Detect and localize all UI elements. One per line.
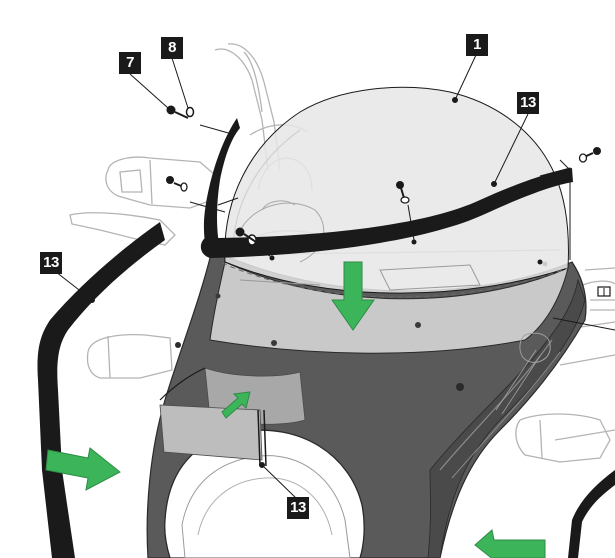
trim-strip-bottom-right	[568, 470, 615, 558]
headlight-cowl	[146, 249, 587, 558]
leader-lines	[55, 54, 615, 501]
washer-icon	[185, 106, 195, 118]
screw-icon	[597, 286, 611, 297]
screw-icon	[578, 147, 601, 163]
trim-strip-top	[200, 168, 573, 258]
callout-part-8: 8	[161, 37, 183, 59]
screw-icon	[396, 181, 410, 204]
trim-strip-left	[37, 222, 165, 558]
green-arrow-icon	[45, 447, 121, 491]
screw-icon	[166, 105, 189, 119]
screw-icon	[166, 176, 188, 192]
green-arrow-icon	[221, 391, 251, 419]
green-arrow-icon	[474, 529, 546, 558]
callout-part-13-left: 13	[40, 252, 62, 274]
callout-part-13-top: 13	[517, 92, 539, 114]
cowl-logo-badge	[495, 332, 551, 415]
green-arrow-icon	[331, 261, 375, 331]
fasteners	[166, 105, 611, 297]
trim-strip-upper-left	[203, 118, 240, 250]
callout-part-1: 1	[466, 34, 488, 56]
callout-part-13-bottom: 13	[287, 497, 309, 519]
callout-part-7: 7	[119, 52, 141, 74]
direction-arrows	[45, 261, 546, 558]
screw-icon	[235, 227, 263, 247]
